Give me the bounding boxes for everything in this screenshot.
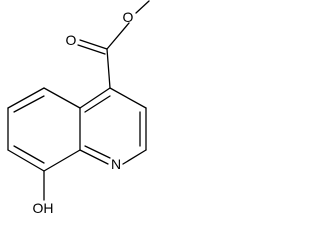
bonds xyxy=(7,0,150,201)
hydroxyl-label: OH xyxy=(33,200,54,216)
bond-c7-c8-inner xyxy=(13,145,45,164)
bond-c4a-c4-inner xyxy=(84,95,111,113)
bond-n1-c8a xyxy=(79,149,109,165)
bond-c7-c8 xyxy=(7,149,45,172)
bond-methyl-o xyxy=(135,0,150,14)
bond-c5-c6-inner xyxy=(13,95,45,113)
bond-carbonyl-c4 xyxy=(106,48,111,89)
bond-c2-n1 xyxy=(122,149,147,165)
bond-c4a-c5 xyxy=(43,87,81,109)
bond-c5-c6 xyxy=(7,87,45,109)
ester-ether-oxygen-label: O xyxy=(123,9,134,25)
atom-labels: O O N OH xyxy=(33,9,134,216)
bond-c4a-c4 xyxy=(79,87,111,109)
bond-c4-c3 xyxy=(109,87,147,109)
bond-n1-c8a-inner xyxy=(84,145,111,159)
bond-c-o-double-2 xyxy=(77,44,106,55)
bond-c-o-double-1 xyxy=(79,39,108,50)
molecule-structure: O O N OH xyxy=(7,0,150,216)
ring-nitrogen-label: N xyxy=(111,156,121,172)
diagram-canvas: O O N OH xyxy=(0,0,152,232)
bond-c8-c8a xyxy=(43,149,81,172)
bond-o-carbonyl xyxy=(106,22,130,50)
carbonyl-oxygen-label: O xyxy=(66,32,77,48)
